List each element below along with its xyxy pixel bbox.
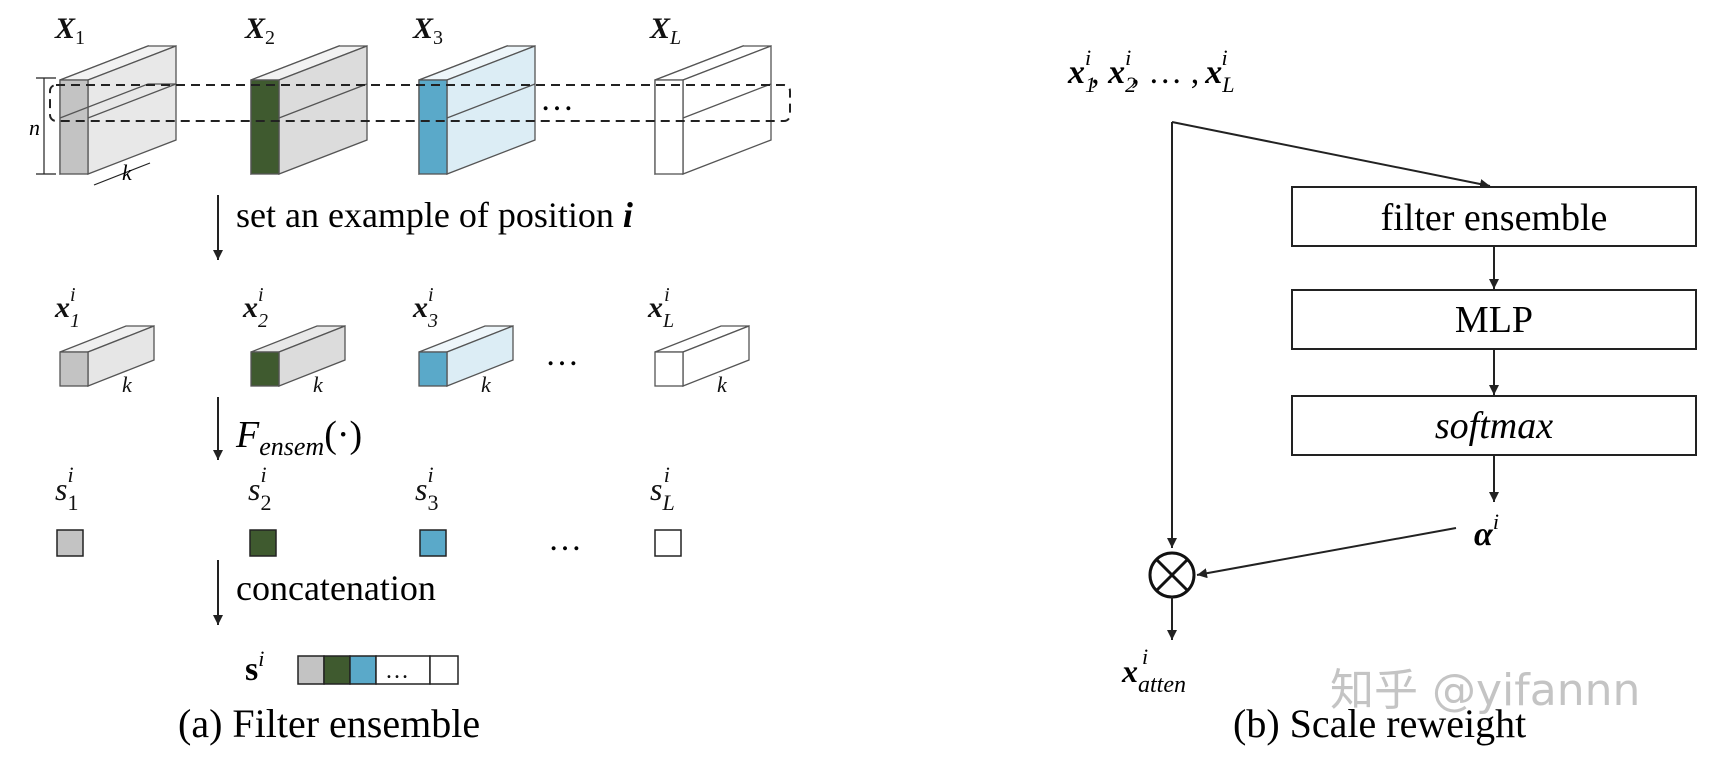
score-label-2: s2i [248,462,271,515]
watermark: 知乎 @yifannn [1330,665,1640,716]
vector-label-1: x1i [54,284,80,332]
score-square-1 [56,529,84,557]
position-selection-box [49,84,791,122]
svg-text:softmax: softmax [1435,405,1553,447]
svg-text:filter ensemble: filter ensemble [1381,197,1608,239]
caption-b: (b) Scale reweight [1233,701,1526,746]
vector-2: k [250,325,346,397]
panel-b: x1i, x2i, … ,xLi filter ensemble MLP sof… [1067,45,1697,746]
svg-text:n: n [29,115,40,140]
score-square-L [654,529,682,557]
caption-a: (a) Filter ensemble [178,701,480,746]
vector-label-L: xLi [647,284,674,332]
vector-3: k [418,325,514,397]
input-label: x1i, x2i, … ,xLi [1067,45,1235,97]
score-ellipsis: … [548,521,582,558]
ensemble-function-label: Fensem(·) [235,414,362,461]
softmax-box: softmax [1291,395,1697,456]
filter-ensemble-box: filter ensemble [1291,186,1697,247]
multiply-operator [1148,551,1196,599]
alpha-label: αi [1474,509,1499,553]
output-sup: i [1142,644,1148,669]
tensor-label-L: XL [649,12,681,49]
tensor-label-2: X2 [244,12,275,49]
svg-text:k: k [717,372,728,397]
svg-text:k: k [313,372,324,397]
tensor-2 [250,45,368,175]
score-label-L: sLi [650,462,675,515]
score-square-3 [419,529,447,557]
step1-label: set an example of position i [236,195,633,235]
svg-text:k: k [481,372,492,397]
concatenated-score-vector: … [297,655,459,685]
tensor-1 [59,45,177,175]
tensor-label-1: X1 [54,12,85,49]
dim-n: n [29,77,56,175]
dim-k-top: k [93,160,151,186]
score-label-3: s3i [415,462,438,515]
concat-label: si [245,646,264,688]
svg-text:k: k [122,160,133,185]
vector-1: k [59,325,155,397]
output-label: xatten [1121,653,1186,698]
step3-label: concatenation [236,568,436,608]
panel-a: X1 X2 X3 XL [29,12,791,746]
vector-label-2: x2i [242,284,268,332]
svg-text:k: k [122,372,133,397]
tensor-label-3: X3 [412,12,443,49]
svg-text:MLP: MLP [1455,299,1533,341]
tensor-L [654,45,772,175]
svg-text:…: … [385,658,409,684]
input-to-filter-arrow [1171,121,1491,189]
score-square-2 [249,529,277,557]
alpha-to-multiply-arrow [1196,527,1457,579]
score-label-1: s1i [55,462,78,515]
tensor-3 [418,45,536,175]
vector-L: k [654,325,750,397]
vector-ellipsis: … [545,336,579,373]
vector-label-3: x3i [412,284,438,332]
mlp-box: MLP [1291,289,1697,350]
top-ellipsis: … [540,81,574,118]
